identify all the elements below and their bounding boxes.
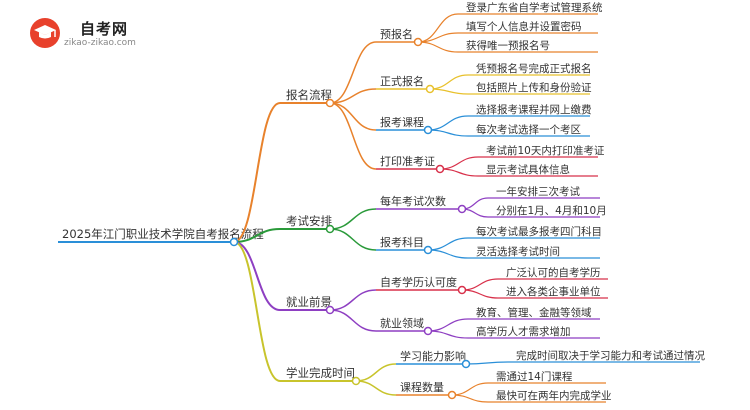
leaf-label: 获得唯一预报名号 <box>466 39 550 52</box>
child-label: 每年考试次数 <box>380 194 446 208</box>
child-label: 打印准考证 <box>380 154 435 168</box>
child-connector <box>355 363 397 382</box>
branch-connector <box>233 241 281 382</box>
leaf-label: 最快可在两年内完成学业 <box>496 389 612 402</box>
branch-node-dot <box>325 305 335 315</box>
branch-connector <box>233 102 281 243</box>
leaf-connector <box>429 88 469 95</box>
leaf-label: 显示考试具体信息 <box>486 163 570 176</box>
branch-connector <box>233 241 281 311</box>
leaf-connector <box>439 156 479 170</box>
leaf-label: 填写个人信息并设置密码 <box>466 20 582 33</box>
branch-node-dot <box>351 376 361 386</box>
child-node-dot <box>423 245 433 255</box>
leaf-label: 凭预报名号完成正式报名 <box>476 62 592 75</box>
child-node-dot <box>425 84 435 94</box>
child-connector <box>329 102 377 170</box>
child-connector <box>329 41 377 104</box>
logo-title: 自考网 <box>80 20 129 38</box>
leaf-label: 选择报考课程并网上缴费 <box>476 103 592 116</box>
leaf-label: 需通过14门课程 <box>496 370 573 383</box>
child-connector <box>329 88 377 104</box>
leaf-connector <box>427 330 469 339</box>
leaf-connector <box>439 168 479 177</box>
leaf-label: 包括照片上传和身份验证 <box>476 81 592 94</box>
branch-label: 考试安排 <box>286 214 332 228</box>
child-label: 学习能力影响 <box>400 349 466 363</box>
leaf-label: 教育、管理、金融等领域 <box>476 306 592 319</box>
leaf-connector <box>461 278 499 291</box>
child-node-dot <box>457 204 467 214</box>
leaf-label: 登录广东省自学考试管理系统 <box>466 1 603 14</box>
logo-url: zikao-zikao.com <box>64 38 136 48</box>
leaf-connector <box>427 249 469 259</box>
root-label: 2025年江门职业技术学院自考报名流程 <box>62 227 264 241</box>
leaf-label: 高学历人才需求增加 <box>476 325 571 338</box>
child-node-dot <box>457 285 467 295</box>
leaf-label: 每次考试最多报考四门科目 <box>476 225 602 238</box>
child-connector <box>329 309 377 332</box>
leaf-label: 灵活选择考试时间 <box>476 245 560 258</box>
leaf-connector <box>417 41 459 53</box>
child-label: 课程数量 <box>400 381 444 394</box>
site-logo[interactable]: 自考网 zikao-zikao.com <box>30 16 180 52</box>
child-label: 自考学历认可度 <box>380 275 457 289</box>
child-label: 报考科目 <box>380 235 424 249</box>
child-label: 预报名 <box>380 27 413 41</box>
child-connector <box>329 102 377 131</box>
leaf-label: 广泛认可的自考学历 <box>506 266 601 279</box>
branch-node-dot <box>325 98 335 108</box>
leaf-connector <box>427 115 469 131</box>
child-node-dot <box>423 125 433 135</box>
leaf-connector <box>461 289 499 299</box>
leaf-connector <box>465 361 509 365</box>
child-connector <box>329 228 377 251</box>
child-node-dot <box>423 326 433 336</box>
child-connector <box>329 208 377 230</box>
leaf-label: 分别在1月、4月和10月 <box>496 205 607 217</box>
leaf-connector <box>451 382 489 396</box>
child-label: 正式报名 <box>380 74 424 88</box>
child-node-dot <box>461 359 471 369</box>
leaf-connector <box>427 129 469 137</box>
branch-label: 学业完成时间 <box>286 366 355 380</box>
leaf-label: 一年安排三次考试 <box>496 185 580 198</box>
branch-node-dot <box>325 224 335 234</box>
branch-label: 报名流程 <box>286 88 332 102</box>
leaf-label: 完成时间取决于学习能力和考试通过情况 <box>516 349 705 362</box>
leaf-label: 每次考试选择一个考区 <box>476 123 581 136</box>
leaf-label: 考试前10天内打印准考证 <box>486 144 605 157</box>
child-connector <box>355 380 397 396</box>
leaf-label: 进入各类企事业单位 <box>506 285 601 298</box>
child-node-dot <box>447 390 457 400</box>
branch-label: 就业前景 <box>286 295 332 309</box>
leaf-connector <box>427 237 469 251</box>
child-label: 就业领域 <box>380 316 424 330</box>
child-node-dot <box>413 37 423 47</box>
branch-connector <box>233 228 281 243</box>
root-node-dot <box>229 237 239 247</box>
leaf-connector <box>429 74 469 90</box>
child-connector <box>329 289 377 311</box>
child-label: 报考课程 <box>380 115 424 129</box>
graduation-cap-icon <box>30 18 60 48</box>
leaf-connector <box>451 394 489 403</box>
child-node-dot <box>435 164 445 174</box>
leaf-connector <box>427 318 469 332</box>
